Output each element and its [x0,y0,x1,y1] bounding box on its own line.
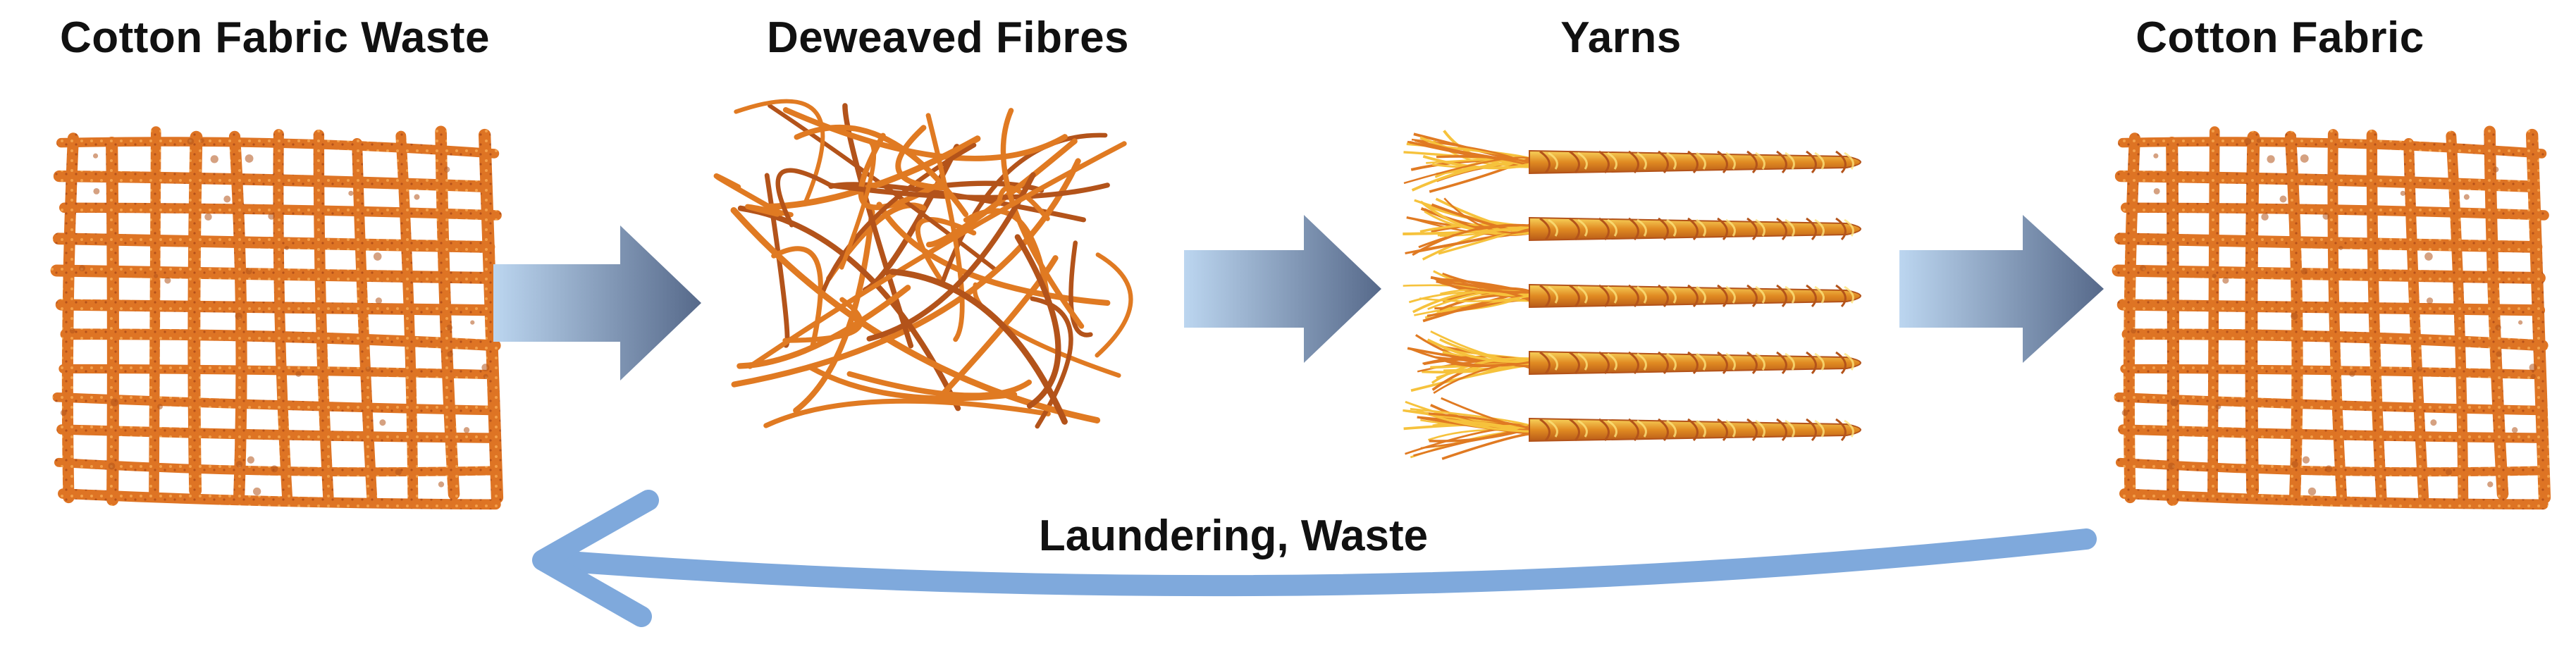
stage-label-cotton-fabric-waste: Cotton Fabric Waste [59,13,491,62]
return-arrow [532,490,2097,627]
fabric-waste-image [50,125,504,510]
cotton-fabric-image [2112,125,2551,510]
flow-arrow-3 [1899,215,2104,363]
flow-arrow-1 [493,225,701,380]
deweaved-fibres-image [713,99,1133,429]
return-flow-label: Laundering, Waste [1038,512,1429,560]
stage-label-cotton-fabric: Cotton Fabric [2136,13,2424,62]
yarns-image [1403,130,1861,460]
flow-arrow-2 [1184,215,1381,363]
stage-label-yarns: Yarns [1560,13,1682,62]
stage-label-deweaved-fibres: Deweaved Fibres [766,13,1130,62]
